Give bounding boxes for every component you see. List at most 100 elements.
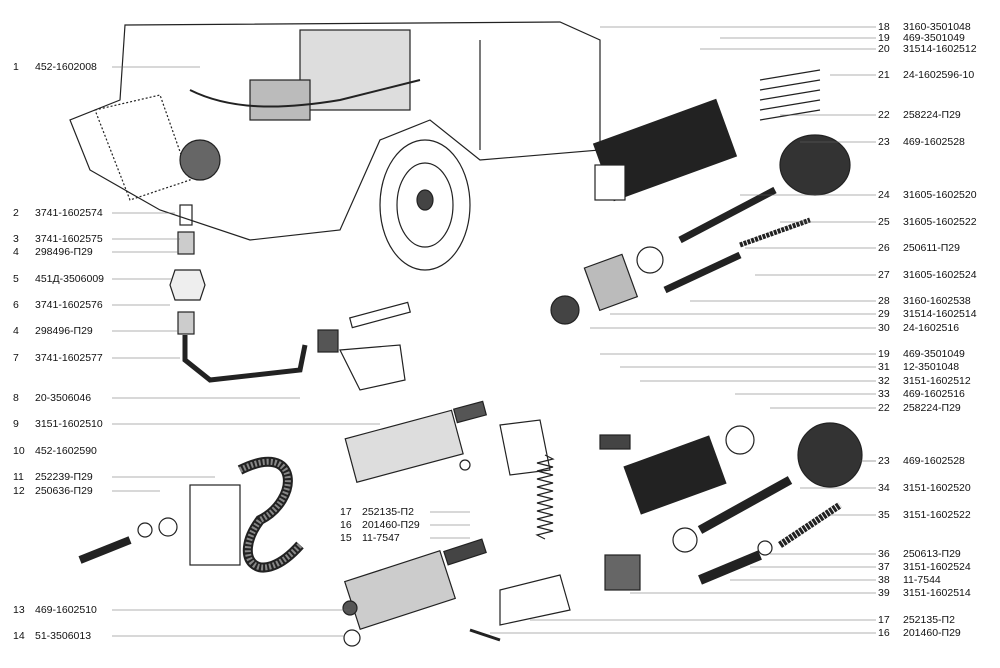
part-code: 252135-П2 xyxy=(362,506,414,518)
part-number: 4 xyxy=(13,325,19,337)
part-label: 5 451Д-3506009 xyxy=(13,273,104,285)
part-code: 250611-П29 xyxy=(903,242,960,254)
part-number: 24 xyxy=(878,189,890,201)
return-spring-and-bracket xyxy=(469,419,571,642)
part-label: 27 31605-1602524 xyxy=(878,269,977,281)
part-code: 469-1602516 xyxy=(903,388,965,400)
part-number: 17 xyxy=(878,614,890,626)
part-number: 21 xyxy=(878,69,890,81)
part-label: 16 201460-П29 xyxy=(340,519,420,531)
part-code: 31605-1602522 xyxy=(903,216,977,228)
master-cylinder-lower xyxy=(342,538,487,647)
part-number: 30 xyxy=(878,322,890,334)
part-number: 25 xyxy=(878,216,890,228)
part-label: 23 469-1602528 xyxy=(878,136,965,148)
part-number: 36 xyxy=(878,548,890,560)
part-code: 3160-1602538 xyxy=(903,295,971,307)
part-code: 469-3501049 xyxy=(903,32,965,44)
part-code: 469-3501049 xyxy=(903,348,965,360)
part-number: 39 xyxy=(878,587,890,599)
part-label: 30 24-1602516 xyxy=(878,322,959,334)
part-code: 258224-П29 xyxy=(903,109,961,121)
part-code: 51-3506013 xyxy=(35,630,92,642)
part-label: 24 31605-1602520 xyxy=(878,189,977,201)
part-code: 24-1602596-10 xyxy=(903,69,975,81)
part-label: 32 3151-1602512 xyxy=(878,375,971,387)
part-number: 10 xyxy=(13,445,25,457)
part-number: 35 xyxy=(878,509,890,521)
part-code: 452-1602008 xyxy=(35,61,97,73)
part-code: 24-1602516 xyxy=(903,322,960,334)
slave-cylinder-upper xyxy=(550,69,851,325)
part-number: 20 xyxy=(878,43,890,55)
part-code: 469-1602528 xyxy=(903,136,965,148)
part-code: 451Д-3506009 xyxy=(35,273,105,285)
left-pipe-assembly xyxy=(169,204,412,391)
part-number: 6 xyxy=(13,299,19,311)
part-code: 3151-1602514 xyxy=(903,587,971,599)
part-code: 3160-3501048 xyxy=(903,21,971,33)
part-code: 201460-П29 xyxy=(903,627,961,639)
part-number: 14 xyxy=(13,630,25,642)
part-number: 29 xyxy=(878,308,890,320)
part-label: 38 11-7544 xyxy=(878,574,941,586)
part-code: 452-1602590 xyxy=(35,445,97,457)
part-label: 14 51-3506013 xyxy=(13,630,91,642)
part-number: 32 xyxy=(878,375,890,387)
master-cylinder-upper xyxy=(344,400,488,483)
part-label: 4 298496-П29 xyxy=(13,325,93,337)
part-number: 16 xyxy=(878,627,890,639)
part-label: 25 31605-1602522 xyxy=(878,216,977,228)
part-code: 31514-1602512 xyxy=(903,43,977,55)
part-code: 3151-1602512 xyxy=(903,375,971,387)
part-code: 201460-П29 xyxy=(362,519,420,531)
part-code: 3151-1602510 xyxy=(35,418,103,430)
part-number: 38 xyxy=(878,574,890,586)
part-code: 11-7544 xyxy=(903,574,941,586)
part-code: 3741-1602574 xyxy=(35,207,103,219)
part-code: 298496-П29 xyxy=(35,325,93,337)
part-label: 9 3151-1602510 xyxy=(13,418,103,430)
part-code: 3151-1602524 xyxy=(903,561,971,573)
part-code: 11-7547 xyxy=(362,532,400,544)
part-number: 27 xyxy=(878,269,890,281)
part-label: 21 24-1602596-10 xyxy=(878,69,974,81)
part-number: 9 xyxy=(13,418,19,430)
part-code: 298496-П29 xyxy=(35,246,93,258)
part-number: 11 xyxy=(13,471,24,483)
part-code: 3151-1602522 xyxy=(903,509,971,521)
part-code: 250613-П29 xyxy=(903,548,961,560)
vehicle-front-outline xyxy=(69,21,601,271)
flexible-hose xyxy=(78,456,304,573)
part-number: 26 xyxy=(878,242,890,254)
part-number: 23 xyxy=(878,136,890,148)
part-code: 31605-1602524 xyxy=(903,269,977,281)
part-number: 1 xyxy=(13,61,19,73)
part-number: 37 xyxy=(878,561,890,573)
part-number: 5 xyxy=(13,273,19,285)
part-code: 20-3506046 xyxy=(35,392,92,404)
part-number: 16 xyxy=(340,519,352,531)
part-code: 3741-1602575 xyxy=(35,233,103,245)
part-label: 35 3151-1602522 xyxy=(878,509,971,521)
part-label: 1 452-1602008 xyxy=(13,61,97,73)
part-code: 31605-1602520 xyxy=(903,189,977,201)
